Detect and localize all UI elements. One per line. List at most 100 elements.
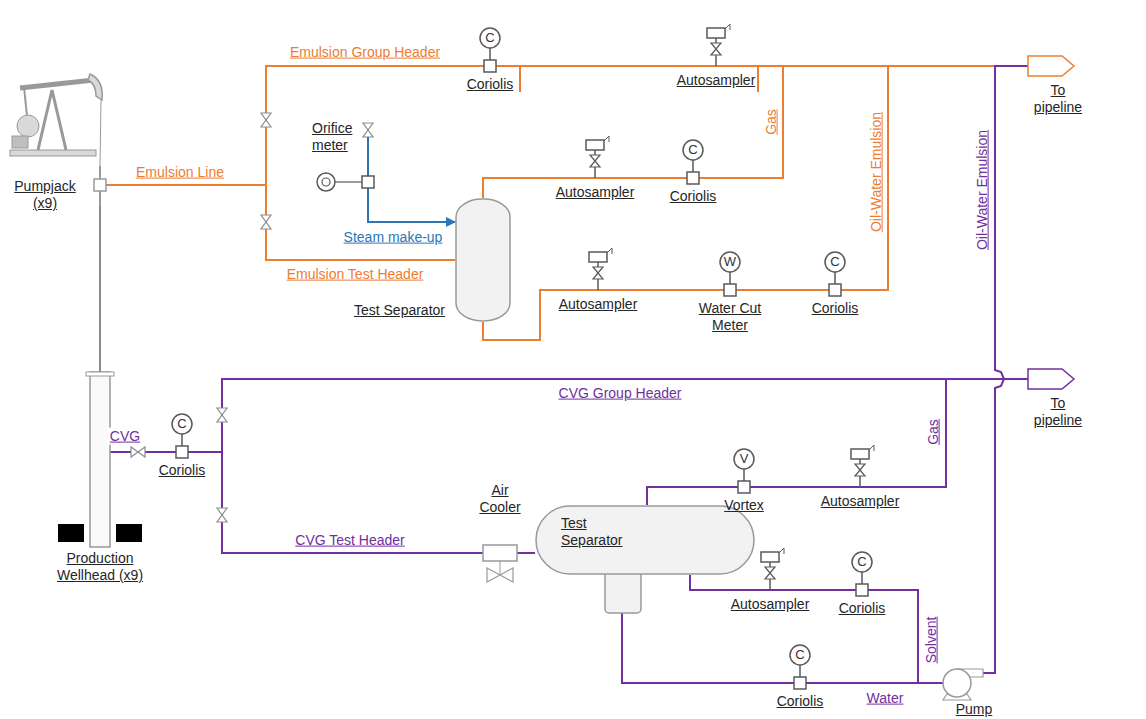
flow-meter: VVortex [714,447,774,513]
meter-letter: C [480,28,500,48]
equipment-label: Coriolis [460,76,520,93]
flow-meter: W Water Cut Meter [694,250,766,334]
drawing-line [663,177,687,179]
meter-letter: C [852,552,872,572]
pipe-connector [774,486,818,488]
drawing-path [593,267,603,279]
drawing-line [868,589,892,591]
drawing-line [861,572,863,584]
pipe-connector [520,66,674,92]
equipment-label: Water Cut Meter [694,300,766,334]
test-separator: Test Separator [455,198,511,322]
gate-valve [261,215,271,229]
pipe-connector [525,552,535,554]
equipment-label: Pumpjack (x9) [10,178,80,212]
production-wellhead: Production Wellhead (x9) [52,372,148,594]
equipment-label: Test Separator [327,302,445,319]
drawing-path [1028,369,1074,389]
drawing-line [699,177,723,179]
flow-meter: C Coriolis [770,643,830,709]
equipment-label: Coriolis [663,188,723,205]
drawing-line [188,451,212,453]
pipeline-outlet: To pipeline [1028,369,1098,431]
drawing-line [806,682,830,684]
drawing-rect [176,446,188,458]
drawing-path [487,568,513,582]
equipment-label: Pump [953,701,995,718]
drawing-line [714,486,738,488]
drawing-line [799,665,801,677]
drawing-path [725,24,730,30]
drawing-line [367,137,369,176]
equipment-label: To pipeline [1028,82,1088,116]
air-cooler-symbol [475,482,525,592]
stream-label: Gas [763,107,780,137]
drawing-path [983,658,995,673]
pipe-connector [766,289,805,291]
pipe-connector [640,289,694,291]
drawing-line [517,552,525,554]
pipe-connector [100,66,460,185]
drawing-path [1028,56,1074,76]
pipe-connector [902,379,1028,487]
equipment-label: Autosampler [728,596,812,613]
drawing-circle [480,28,500,48]
drawing-rect [829,284,841,296]
gate-valve [217,408,227,422]
autosampler: Autosampler [553,138,637,204]
pipe-connector [812,589,832,591]
drawing-rect [86,372,114,376]
autosampler: Autosampler [556,250,640,316]
equipment-label: Coriolis [770,693,830,710]
stream-label: Steam make-up [342,229,445,246]
drawing-circle [17,115,39,137]
drawing-circle [790,645,810,665]
stream-label: Emulsion Group Header [288,44,442,61]
equipment-label: Vortex [714,497,774,514]
meter-letter: W [720,252,740,272]
autosampler: Autosampler [818,447,902,513]
pipe-connector [100,185,455,260]
equipment-label: Autosampler [556,296,640,313]
pipe-connector [865,66,1028,290]
gate-valve [261,113,271,127]
flow-meter: C Coriolis [460,26,520,92]
equipment-label: Coriolis [832,600,892,617]
meter-letter: C [790,645,810,665]
drawing-line [736,289,766,291]
pipe-connector [622,575,770,683]
drawing-line [805,289,829,291]
pipe-connector [368,194,455,222]
pipe-connector [212,452,475,553]
drawing-rect [12,136,28,148]
drawing-rect [362,176,374,188]
stream-label: Emulsion Line [134,164,226,181]
drawing-line [489,48,491,60]
drawing-circle [720,252,740,272]
drawing-rect [536,506,754,574]
drawing-path [604,136,609,142]
drawing-rect [856,584,868,596]
equipment-label: Autosampler [553,184,637,201]
drawing-path [363,123,373,137]
flow-meter: CCoriolis [152,412,212,478]
drawing-circle [317,173,335,191]
stream-label: CVG Test Header [293,532,406,549]
drawing-path [38,90,66,150]
pipe-connector [995,66,1028,658]
drawing-path [607,248,612,254]
air-cooler: Air Cooler [475,482,525,592]
drawing-line [834,272,836,284]
equipment-label: Autosampler [818,493,902,510]
drawing-rect [586,140,604,150]
drawing-rect [851,449,869,459]
drawing-line [460,65,484,67]
drawing-path [20,80,94,88]
drawing-rect [761,552,779,562]
drawing-rect [456,199,510,321]
drawing-line [152,451,176,453]
pipe-connector [483,178,553,198]
drawing-line [743,469,745,481]
drawing-rect [10,150,96,156]
